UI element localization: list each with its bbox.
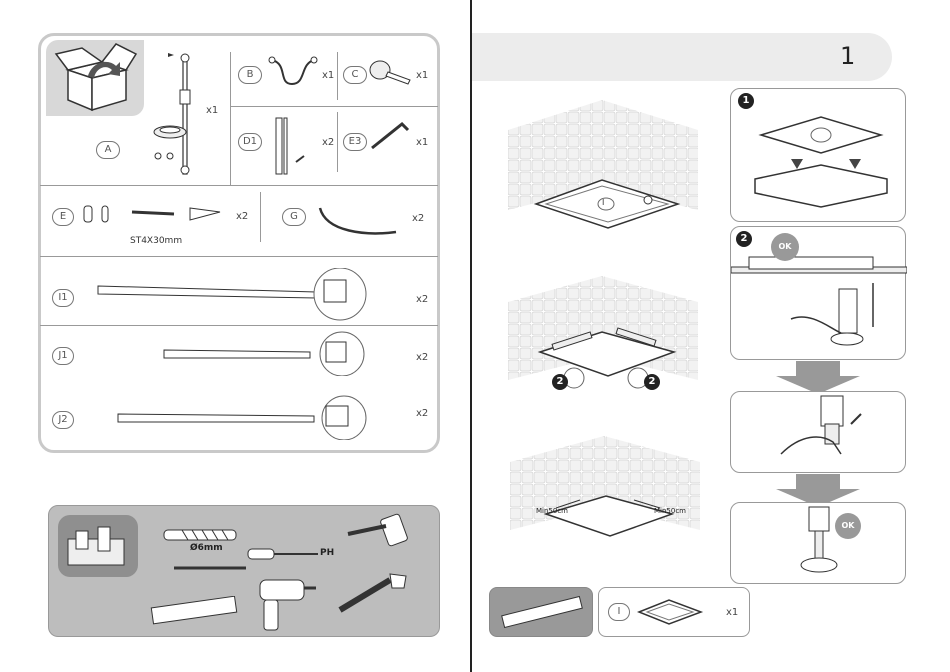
power-drill-icon bbox=[254, 574, 318, 634]
col-divider bbox=[337, 112, 338, 172]
tools-kit-icon bbox=[58, 515, 138, 577]
part-e3-label: E3 bbox=[343, 133, 367, 151]
part-e-label: E bbox=[52, 208, 74, 226]
drill-bit-icon bbox=[162, 528, 238, 542]
profile-i1-icon bbox=[96, 268, 376, 322]
part-d1-label: D1 bbox=[238, 133, 262, 151]
col-divider bbox=[337, 52, 338, 100]
marker-2-right: 2 bbox=[644, 374, 660, 390]
ok-check-icon: OK bbox=[835, 513, 861, 539]
tray-frame-icon bbox=[751, 109, 891, 209]
drill-bit-size: Ø6mm bbox=[190, 543, 223, 553]
min-distance-right: Min50cm bbox=[654, 507, 686, 515]
step-1-badge: 1 bbox=[738, 93, 754, 109]
step-2-badge: 2 bbox=[736, 231, 752, 247]
part-a-label: A bbox=[96, 141, 120, 159]
page-number: 1 bbox=[840, 42, 855, 70]
box-icon bbox=[46, 40, 144, 116]
part-g-label: G bbox=[282, 208, 306, 226]
rod-icon bbox=[268, 112, 318, 178]
marker-2-left: 2 bbox=[552, 374, 568, 390]
flexible-hose-icon bbox=[316, 202, 400, 238]
screwdriver-type: PH bbox=[320, 548, 334, 558]
spirit-level-icon bbox=[150, 596, 238, 626]
part-j2-qty: x2 bbox=[416, 408, 428, 419]
part-a-qty: x1 bbox=[206, 105, 218, 116]
profile-j1-icon bbox=[160, 330, 374, 376]
step-header-band bbox=[472, 33, 892, 81]
screw-spec: ST4X30mm bbox=[130, 236, 182, 246]
ok-check-icon: OK bbox=[771, 233, 799, 261]
hand-adjust-icon bbox=[761, 394, 891, 472]
tray-install-scene bbox=[508, 100, 698, 246]
hex-key-icon bbox=[368, 118, 412, 158]
step-3-panel bbox=[730, 391, 906, 473]
shower-tray-icon bbox=[635, 594, 705, 630]
min-distance-left: Min50cm bbox=[536, 507, 568, 515]
part-g-qty: x2 bbox=[412, 213, 424, 224]
part-c-label: C bbox=[343, 66, 367, 84]
kit-label: I bbox=[608, 603, 630, 621]
adjust-foot-icon bbox=[731, 249, 907, 359]
tray-marker-label: I bbox=[602, 198, 604, 207]
part-b-qty: x1 bbox=[322, 70, 334, 81]
tray-level-scene bbox=[508, 276, 698, 396]
page-divider bbox=[470, 0, 472, 672]
tray-clearance-scene bbox=[510, 436, 700, 546]
row-divider bbox=[40, 185, 438, 186]
part-b-label: B bbox=[238, 66, 262, 84]
hand-shower-icon bbox=[368, 56, 412, 90]
spirit-level-tool-icon bbox=[489, 587, 593, 637]
wrench-icon bbox=[334, 568, 412, 616]
screwdriver-icon bbox=[246, 546, 322, 562]
pencil-icon bbox=[172, 562, 248, 574]
part-j1-qty: x2 bbox=[416, 352, 428, 363]
part-j1-label: J1 bbox=[52, 347, 74, 365]
row-divider bbox=[230, 106, 438, 107]
col-divider bbox=[260, 192, 261, 242]
row-divider bbox=[40, 256, 438, 257]
step-4-panel: OK bbox=[730, 502, 906, 584]
hammer-icon bbox=[344, 512, 410, 550]
part-d1-qty: x2 bbox=[322, 137, 334, 148]
hose-icon bbox=[268, 54, 318, 94]
arrow-down-icon bbox=[796, 361, 840, 377]
part-e3-qty: x1 bbox=[416, 137, 428, 148]
col-divider bbox=[230, 52, 231, 185]
part-i1-label: I1 bbox=[52, 289, 74, 307]
screw-set-icon bbox=[80, 202, 230, 228]
step-2-panel: OK bbox=[730, 226, 906, 360]
kit-qty: x1 bbox=[726, 607, 738, 618]
row-divider bbox=[40, 325, 438, 326]
part-j2-label: J2 bbox=[52, 411, 74, 429]
part-c-qty: x1 bbox=[416, 70, 428, 81]
part-i1-qty: x2 bbox=[416, 294, 428, 305]
step-1-panel bbox=[730, 88, 906, 222]
arrow-down-icon bbox=[796, 474, 840, 490]
part-e-qty: x2 bbox=[236, 211, 248, 222]
profile-j2-icon bbox=[114, 394, 376, 440]
